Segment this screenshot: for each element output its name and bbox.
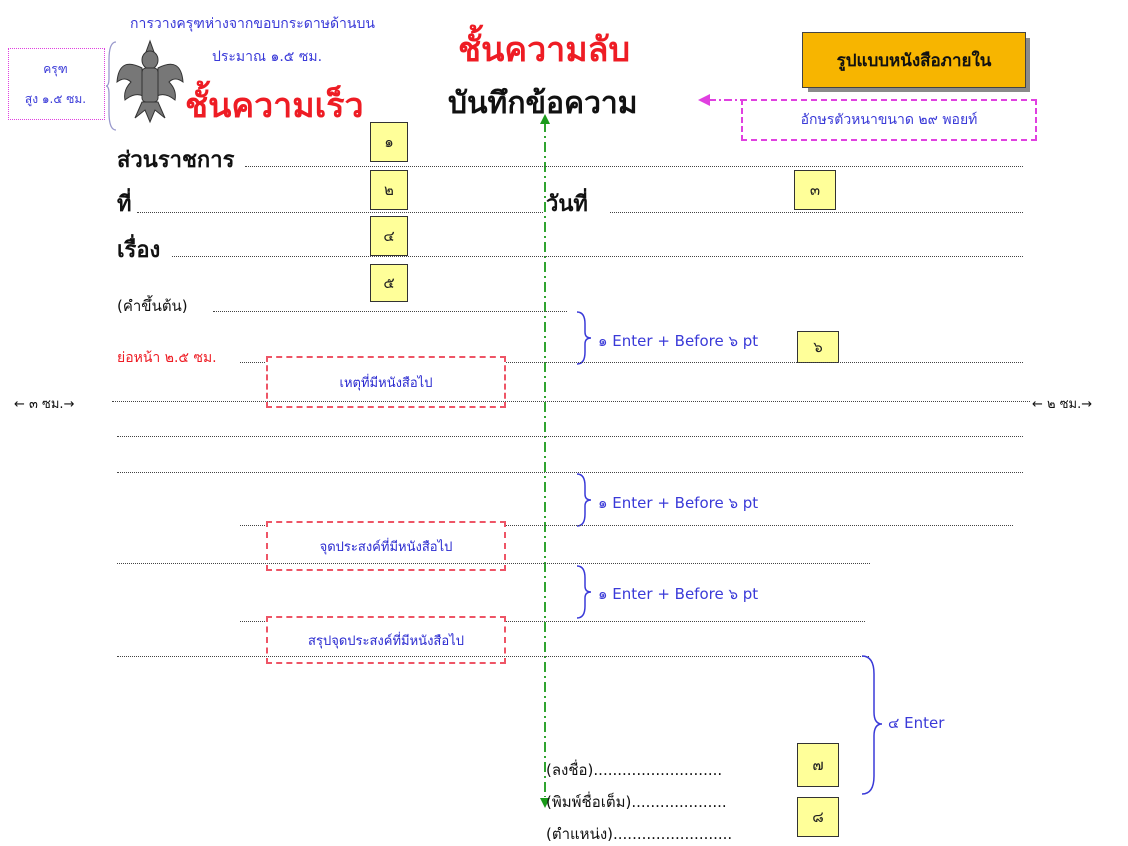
garuda-position-note: การวางครุฑห่างจากขอบกระดาษด้านบน bbox=[130, 16, 375, 32]
paragraph1-line-1 bbox=[240, 362, 1023, 363]
garuda-size-box bbox=[8, 48, 105, 120]
garuda-emblem bbox=[116, 39, 184, 124]
paragraph2-line-2 bbox=[117, 563, 870, 564]
number-box-7: ๗ bbox=[797, 743, 839, 787]
field-subject-label: เรื่อง bbox=[117, 238, 161, 263]
garuda-brace bbox=[106, 41, 117, 131]
indent-note: ย่อหน้า ๒.๕ ซม. bbox=[117, 350, 217, 366]
paragraph1-line-4 bbox=[117, 472, 1023, 473]
full-name-line: (พิมพ์ชื่อเต็ม).................... bbox=[546, 793, 727, 811]
paragraph2-line-1 bbox=[240, 525, 1013, 526]
subject-line bbox=[172, 256, 1023, 257]
speed-classification: ชั้นความเร็ว bbox=[185, 86, 364, 126]
ref-no-line bbox=[137, 212, 543, 213]
garuda-size-value: สูง ๑.๕ ซม. bbox=[24, 92, 87, 106]
garuda-position-note-2: ประมาณ ๑.๕ ซม. bbox=[212, 49, 323, 65]
paragraph1-line-2 bbox=[112, 401, 1030, 402]
paragraph3-line-2 bbox=[117, 656, 869, 657]
center-guide-line bbox=[540, 114, 550, 808]
left-margin-note: ← ๓ ซม.→ bbox=[14, 397, 75, 412]
field-ref-no-label: ที่ bbox=[117, 192, 132, 217]
spacing-brace-1 bbox=[576, 311, 592, 365]
format-badge: รูปแบบหนังสือภายใน bbox=[802, 32, 1026, 88]
garuda-size-label: ครุฑ bbox=[43, 62, 68, 76]
number-box-8: ๘ bbox=[797, 797, 839, 837]
paragraph1-line-3 bbox=[117, 436, 1023, 437]
spacing-note-2: ๑ Enter + Before ๖ pt bbox=[598, 494, 759, 512]
date-line bbox=[610, 212, 1023, 213]
secret-classification: ชั้นความลับ bbox=[458, 30, 631, 70]
spacing-brace-2 bbox=[576, 473, 592, 527]
number-box-2: ๒ bbox=[370, 170, 408, 210]
spacing-note-1: ๑ Enter + Before ๖ pt bbox=[598, 332, 759, 350]
font-size-note: อักษรตัวหนาขนาด ๒๙ พอยท์ bbox=[741, 99, 1037, 141]
paragraph3-line-1 bbox=[240, 621, 865, 622]
document-title: บันทึกข้อความ bbox=[448, 86, 638, 121]
four-enter-brace bbox=[861, 655, 883, 795]
right-margin-note: ← ๒ ซม.→ bbox=[1032, 397, 1093, 412]
number-box-3: ๓ bbox=[794, 170, 836, 210]
agency-line bbox=[245, 166, 1023, 167]
field-date-label: วันที่ bbox=[546, 192, 588, 217]
number-box-1: ๑ bbox=[370, 122, 408, 162]
spacing-brace-3 bbox=[576, 565, 592, 619]
number-box-5: ๕ bbox=[370, 264, 408, 302]
spacing-note-3: ๑ Enter + Before ๖ pt bbox=[598, 585, 759, 603]
signature-line: (ลงชื่อ)........................... bbox=[546, 761, 723, 779]
field-agency-label: ส่วนราชการ bbox=[117, 148, 235, 173]
number-box-6: ๖ bbox=[797, 331, 839, 363]
salutation-label: (คำขึ้นต้น) bbox=[117, 297, 188, 315]
position-line: (ตำแหน่ง)......................... bbox=[546, 825, 733, 843]
number-box-4: ๔ bbox=[370, 216, 408, 256]
salutation-line bbox=[213, 311, 567, 312]
arrow-left-icon bbox=[698, 94, 742, 106]
four-enter-note: ๔ Enter bbox=[888, 714, 945, 732]
paragraph-purpose-box: จุดประสงค์ที่มีหนังสือไป bbox=[266, 521, 506, 571]
paragraph-reason-box: เหตุที่มีหนังสือไป bbox=[266, 356, 506, 408]
